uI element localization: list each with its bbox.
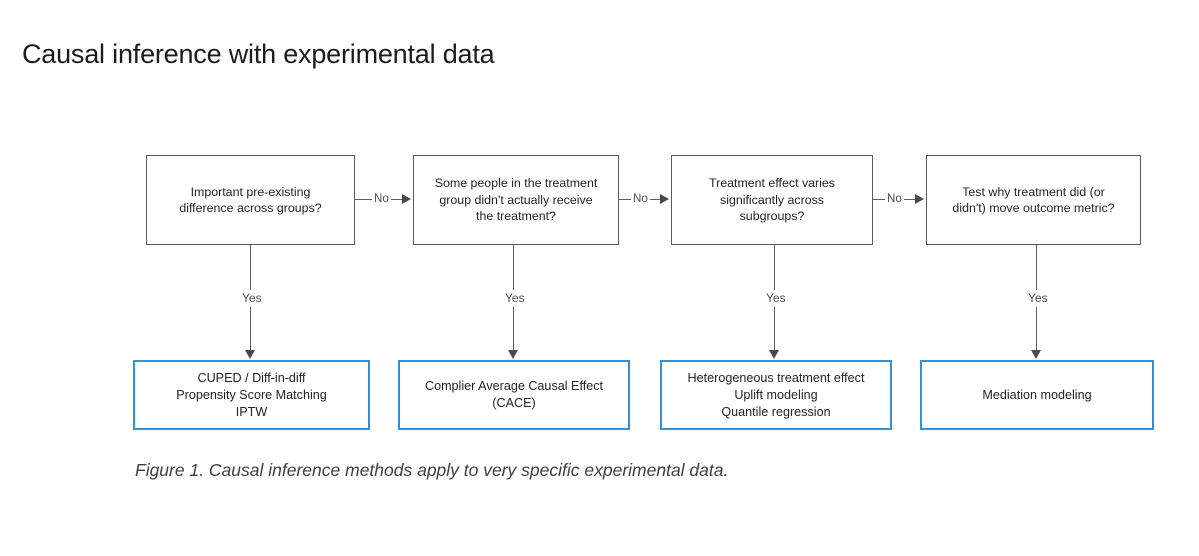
- decision-3-line-1: Treatment effect varies: [708, 176, 836, 191]
- decision-box-1[interactable]: Important pre-existing difference across…: [146, 155, 355, 245]
- arrow-no-3: [915, 194, 924, 204]
- edge-label-no-1: No: [372, 192, 391, 205]
- decision-1-line-2: difference across groups?: [179, 201, 322, 215]
- arrow-no-2: [660, 194, 669, 204]
- arrow-yes-3: [769, 350, 779, 359]
- result-1-line-3: IPTW: [235, 404, 268, 419]
- decision-2-line-1: Some people in the treatment: [434, 176, 598, 191]
- edge-label-yes-4: Yes: [1024, 290, 1052, 307]
- edge-label-no-2: No: [631, 192, 650, 205]
- result-box-1[interactable]: CUPED / Diff-in-diff Propensity Score Ma…: [133, 360, 370, 430]
- figure-caption: Figure 1. Causal inference methods apply…: [135, 460, 729, 480]
- page-title: Causal inference with experimental data: [22, 39, 495, 69]
- arrow-yes-2: [508, 350, 518, 359]
- edge-label-yes-1: Yes: [238, 290, 266, 307]
- decision-2-line-3: the treatment?: [476, 209, 556, 224]
- edge-label-no-3: No: [885, 192, 904, 205]
- edge-label-yes-3: Yes: [762, 290, 790, 307]
- decision-4-line-2: didn't) move outcome metric?: [952, 201, 1115, 215]
- result-2-line-2: (CACE): [492, 396, 536, 410]
- decision-2-line-2: group didn't actually receive: [439, 192, 593, 207]
- decision-box-4[interactable]: Test why treatment did (or didn't) move …: [926, 155, 1141, 245]
- result-3-line-3: Quantile regression: [721, 404, 831, 419]
- result-1-line-1: CUPED / Diff-in-diff: [197, 370, 306, 385]
- arrow-no-1: [402, 194, 411, 204]
- decision-box-2[interactable]: Some people in the treatment group didn'…: [413, 155, 619, 245]
- decision-3-line-2: significantly across: [720, 192, 824, 207]
- result-3-line-1: Heterogeneous treatment effect: [687, 370, 865, 385]
- result-2-line-1: Complier Average Causal Effect: [424, 379, 604, 393]
- decision-box-3[interactable]: Treatment effect varies significantly ac…: [671, 155, 873, 245]
- result-3-line-2: Uplift modeling: [734, 387, 818, 402]
- decision-4-line-1: Test why treatment did (or: [962, 184, 1105, 199]
- result-4-line-1: Mediation modeling: [982, 387, 1092, 402]
- arrow-yes-1: [245, 350, 255, 359]
- result-box-3[interactable]: Heterogeneous treatment effect Uplift mo…: [660, 360, 892, 430]
- decision-1-line-1: Important pre-existing: [190, 184, 311, 199]
- decision-3-line-3: subgroups?: [739, 209, 805, 224]
- result-1-line-2: Propensity Score Matching: [176, 387, 327, 402]
- result-box-2[interactable]: Complier Average Causal Effect (CACE): [398, 360, 630, 430]
- edge-label-yes-2: Yes: [501, 290, 529, 307]
- arrow-yes-4: [1031, 350, 1041, 359]
- result-box-4[interactable]: Mediation modeling: [920, 360, 1154, 430]
